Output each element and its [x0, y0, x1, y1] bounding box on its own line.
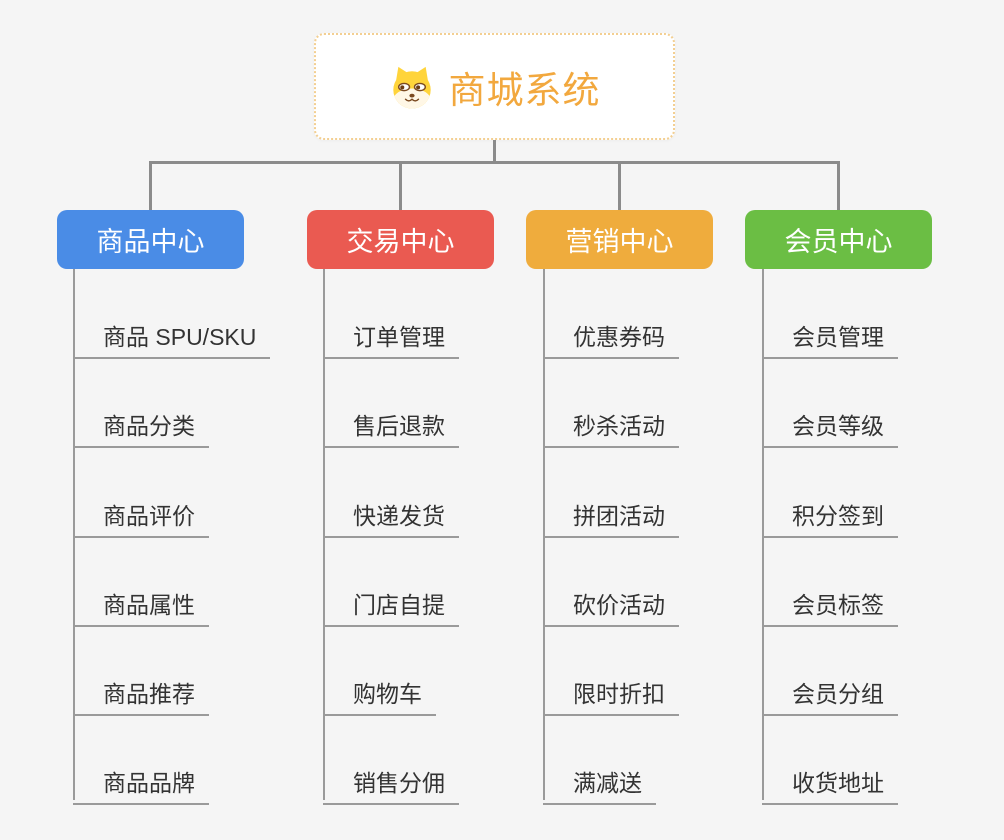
leaf-node[interactable]: 砍价活动: [543, 582, 679, 627]
leaf-node[interactable]: 优惠券码: [543, 314, 679, 359]
leaf-node[interactable]: 会员管理: [762, 314, 898, 359]
leaf-node[interactable]: 拼团活动: [543, 493, 679, 538]
leaf-node[interactable]: 限时折扣: [543, 671, 679, 716]
leaf-node[interactable]: 购物车: [323, 671, 436, 716]
branch-trunk-line: [323, 269, 325, 800]
leaf-node[interactable]: 会员分组: [762, 671, 898, 716]
leaf-node[interactable]: 商品品牌: [73, 760, 209, 805]
connector-root-stem: [493, 140, 496, 161]
connector-horizontal: [149, 161, 839, 164]
branch-trunk-line: [73, 269, 75, 800]
leaf-node[interactable]: 售后退款: [323, 403, 459, 448]
branch-node-products[interactable]: 商品中心: [57, 210, 244, 269]
connector-drop-2: [399, 161, 402, 210]
leaf-node[interactable]: 商品 SPU/SKU: [73, 314, 271, 359]
leaf-node[interactable]: 商品属性: [73, 582, 209, 627]
dog-face-icon: [392, 66, 431, 109]
branch-node-marketing[interactable]: 营销中心: [526, 210, 713, 269]
connector-drop-1: [149, 161, 152, 210]
leaf-node[interactable]: 秒杀活动: [543, 403, 679, 448]
leaf-node[interactable]: 订单管理: [323, 314, 459, 359]
leaf-node[interactable]: 商品分类: [73, 403, 209, 448]
branch-node-trade[interactable]: 交易中心: [307, 210, 494, 269]
leaf-node[interactable]: 快递发货: [323, 493, 459, 538]
connector-drop-4: [837, 161, 840, 210]
connector-drop-3: [618, 161, 621, 210]
leaf-node[interactable]: 会员等级: [762, 403, 898, 448]
leaf-node[interactable]: 积分签到: [762, 493, 898, 538]
leaf-node[interactable]: 商品推荐: [73, 671, 209, 716]
leaf-node[interactable]: 销售分佣: [323, 760, 459, 805]
leaf-node[interactable]: 收货地址: [762, 760, 898, 805]
root-node[interactable]: 商城系统: [314, 33, 675, 140]
branch-trunk-line: [762, 269, 764, 800]
branch-trunk-line: [543, 269, 545, 800]
leaf-node[interactable]: 满减送: [543, 760, 656, 805]
leaf-node[interactable]: 会员标签: [762, 582, 898, 627]
leaf-node[interactable]: 商品评价: [73, 493, 209, 538]
leaf-node[interactable]: 门店自提: [323, 582, 459, 627]
branch-node-members[interactable]: 会员中心: [745, 210, 932, 269]
root-title: 商城系统: [448, 69, 601, 111]
